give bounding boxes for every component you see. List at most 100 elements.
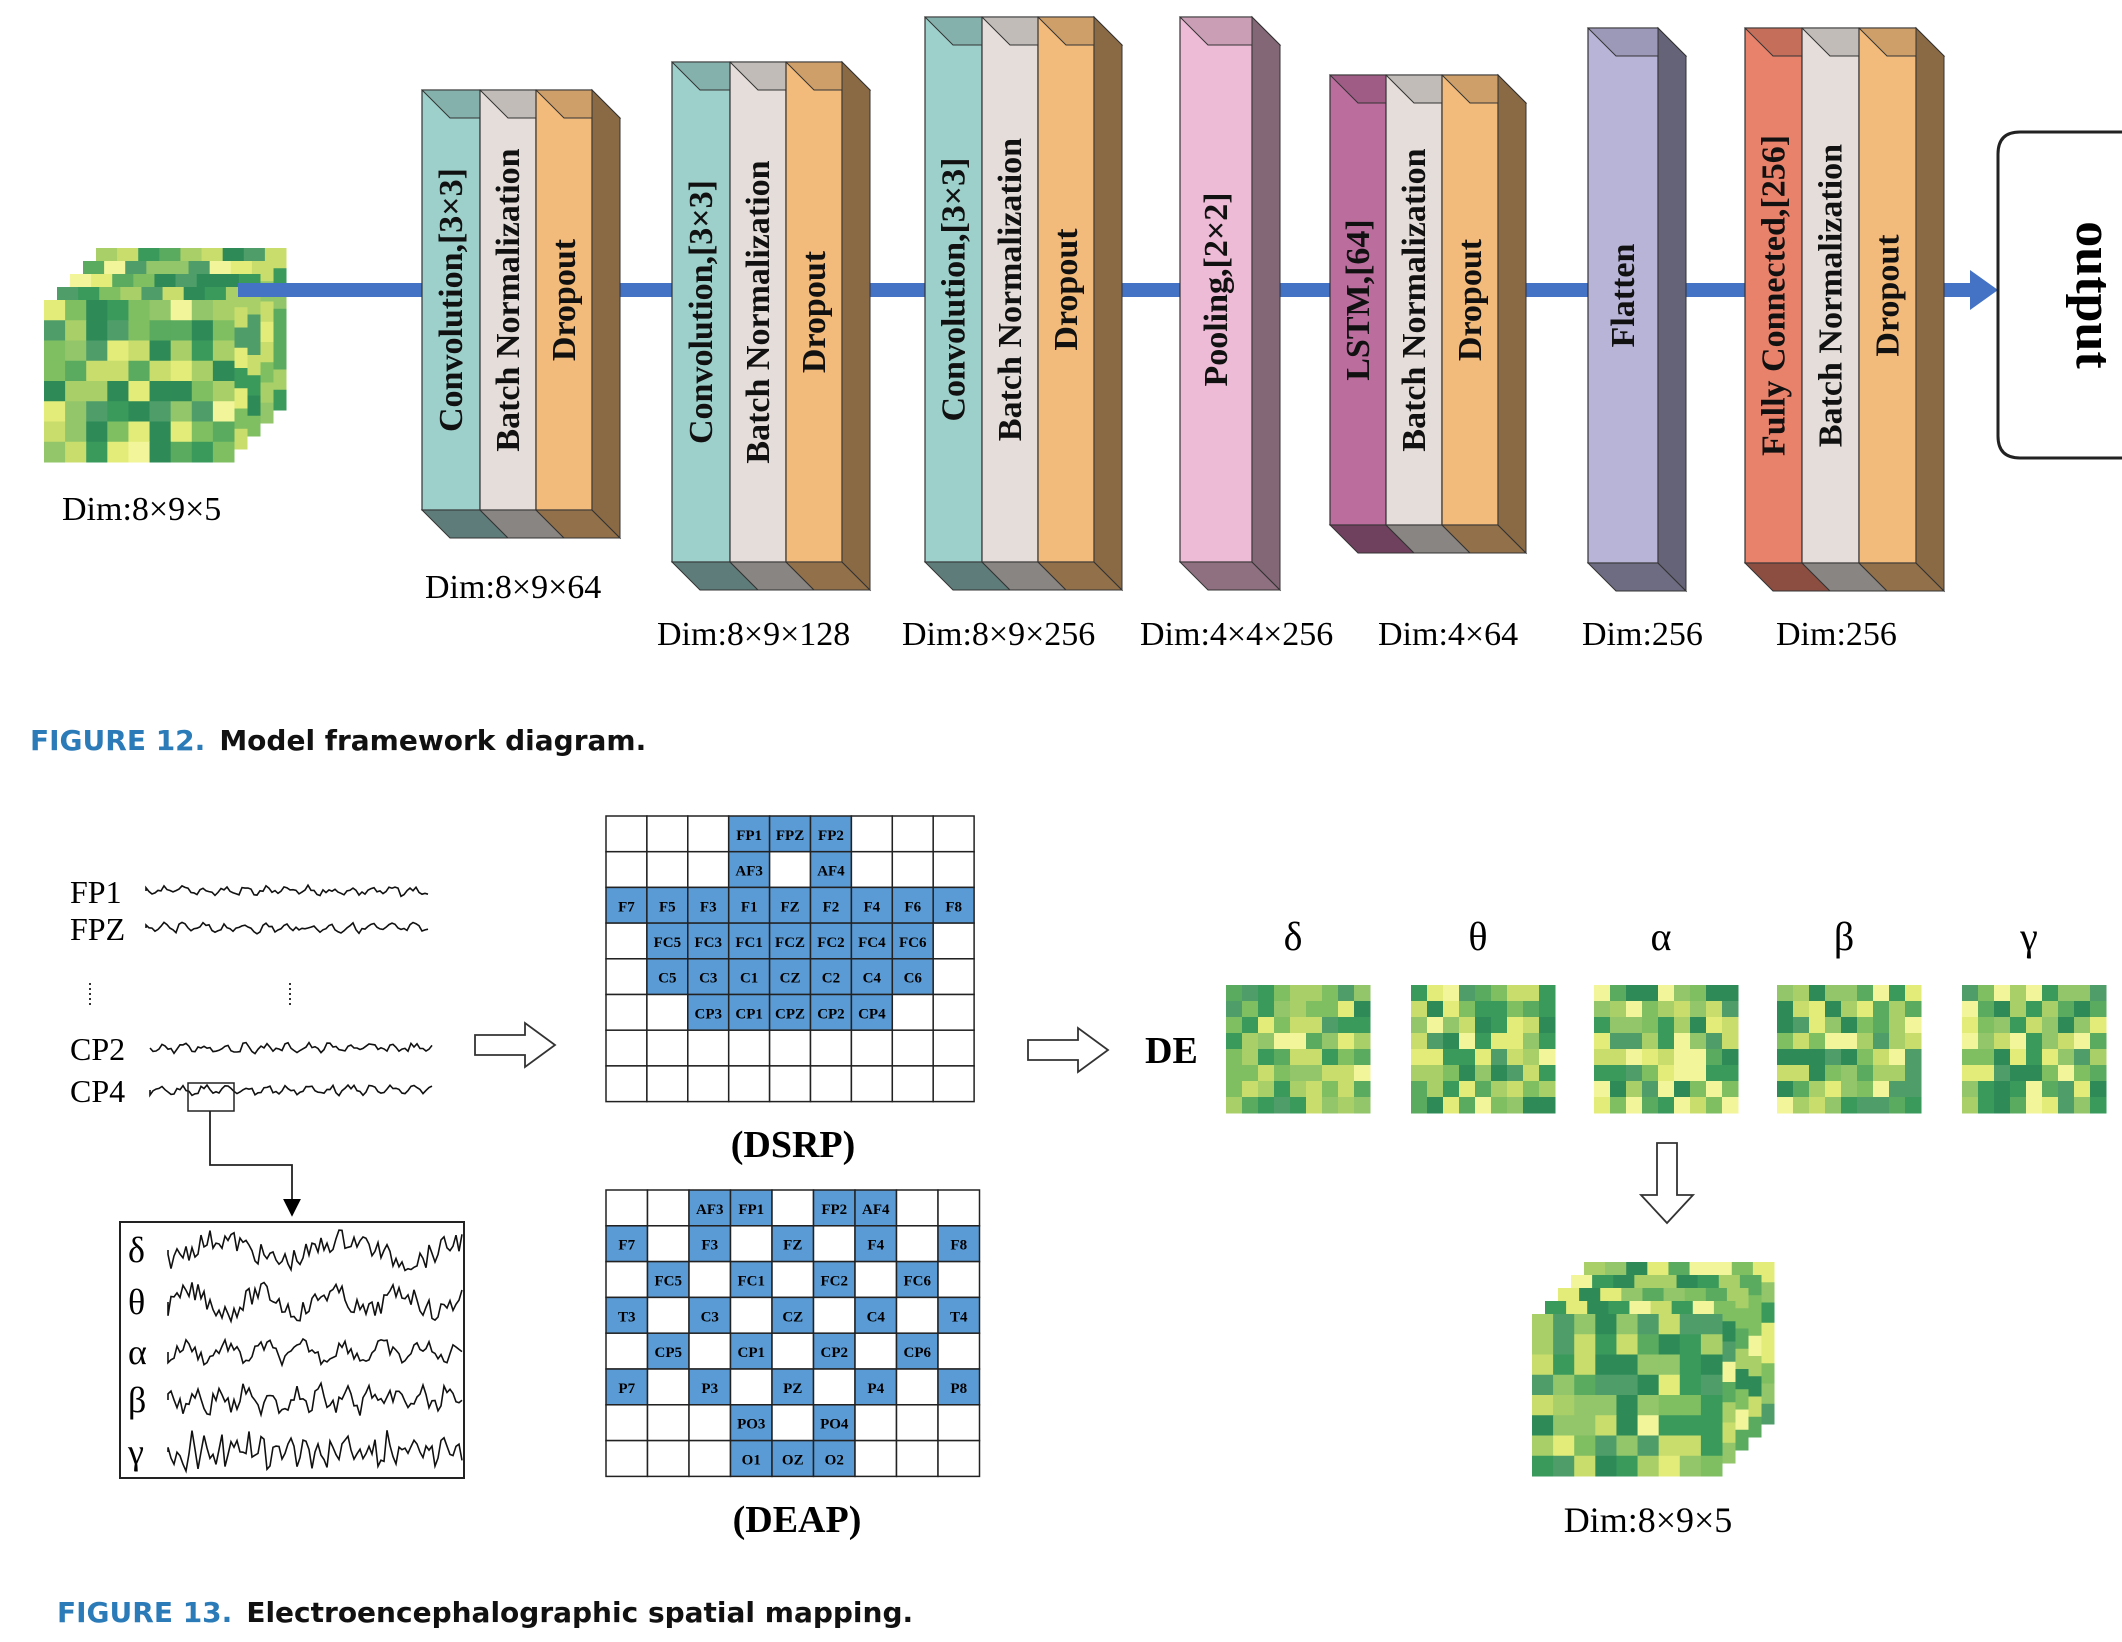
matrix-cell [1722,1017,1739,1034]
layer-front-face [671,61,731,563]
block-side-face [1251,15,1281,592]
matrix-cell [1841,1049,1858,1066]
grid-cell [646,1065,689,1103]
electrode-label: FC5 [655,1274,683,1290]
matrix-cell [1507,1049,1524,1066]
matrix-cell [1427,1081,1444,1098]
matrix-cell [1962,1081,1979,1098]
block-dim-label: Dim:8×9×128 [657,616,850,653]
matrix-cell [1322,985,1339,1002]
matrix-cell [1338,1049,1355,1066]
matrix-cell [1258,1001,1275,1018]
figure-13-caption: FIGURE 13.Electroencephalographic spatia… [57,1596,913,1629]
electrode-label: F4 [867,1238,884,1254]
matrix-cell [170,340,193,362]
matrix-cell [1905,1081,1922,1098]
matrix-cell [170,320,193,341]
matrix-cell [128,360,151,382]
matrix-cell [1873,1065,1890,1082]
matrix-cell [1841,1017,1858,1034]
electrode-label: F7 [618,899,635,915]
matrix-cell [1595,1334,1617,1355]
grid-cell [768,922,812,960]
matrix-cell [1532,1415,1554,1436]
matrix-cell [65,401,87,422]
matrix-cell [2074,1033,2091,1050]
matrix-cell [1354,1065,1371,1082]
matrix-cell [1539,1081,1556,1098]
band-de-matrix [1594,985,1739,1114]
matrix-cell [1637,1395,1660,1416]
matrix-cell [1637,1415,1660,1436]
electrode-label: FC6 [904,1274,932,1290]
grid-cell [605,1296,649,1334]
grid-cell [850,1065,894,1103]
matrix-cell [1523,1081,1540,1098]
electrode-label: F8 [945,899,962,915]
matrix-cell [1674,1097,1691,1114]
electrode-label: FC2 [821,1274,849,1290]
matrix-cell [149,381,172,402]
block-dim-label: Dim:256 [1582,616,1703,653]
matrix-cell [1574,1415,1596,1436]
matrix-cell [170,300,193,321]
matrix-cell [1427,1001,1444,1018]
matrix-cell [1553,1395,1575,1416]
matrix-cell [1674,1081,1691,1098]
matrix-cell [170,360,193,382]
grid-cell [688,1189,732,1227]
grid-cell [646,1189,690,1227]
matrix-cell [1658,1435,1681,1457]
matrix-cell [191,421,214,443]
matrix-cell [107,401,129,422]
matrix-cell [1658,1374,1681,1396]
matrix-cell [1793,1033,1810,1050]
band-symbol: β [128,1380,146,1420]
matrix-cell [1642,1033,1659,1050]
matrix-cell [1274,1001,1291,1018]
matrix-cell [1905,1033,1922,1050]
matrix-cell [1706,1017,1723,1034]
matrix-cell [1626,1033,1643,1050]
grid-cell [646,815,689,853]
matrix-cell [1322,1081,1339,1098]
electrode-label: T3 [618,1309,636,1325]
cube-layer [1532,1314,1723,1477]
layer-front-face [785,61,843,563]
input-tensor-cube [44,248,287,463]
figure-13-caption-number: FIGURE 13. [57,1596,233,1629]
matrix-cell [1491,1065,1508,1082]
matrix-cell [1594,1049,1611,1066]
matrix-cell [1706,1033,1723,1050]
matrix-cell [1610,1033,1627,1050]
matrix-cell [65,300,87,321]
electrode-label: CP1 [738,1345,766,1361]
matrix-cell [1532,1354,1554,1376]
matrix-cell [1491,1001,1508,1018]
matrix-cell [1889,1033,1906,1050]
matrix-cell [1777,1033,1794,1050]
matrix-cell [1274,1017,1291,1034]
matrix-cell [1226,1097,1243,1114]
matrix-cell [1873,1017,1890,1034]
layer-label: Batch Normalization [740,160,777,463]
matrix-cell [1679,1395,1702,1416]
matrix-cell [1690,1081,1707,1098]
matrix-cell [1626,1017,1643,1034]
matrix-cell [1674,1065,1691,1082]
matrix-cell [1642,1017,1659,1034]
layer-front-face [1179,16,1253,563]
matrix-cell [44,300,66,321]
electrode-label: CP2 [817,1006,845,1022]
grid-cell [687,850,730,889]
grid-cell [646,1029,689,1067]
matrix-cell [1690,1033,1707,1050]
band-symbol: δ [128,1230,145,1270]
matrix-cell [2042,1065,2059,1082]
matrix-cell [1491,1033,1508,1050]
electrode-label: CZ [782,1309,803,1325]
matrix-cell [1889,1065,1906,1082]
grid-cell [812,1296,856,1334]
